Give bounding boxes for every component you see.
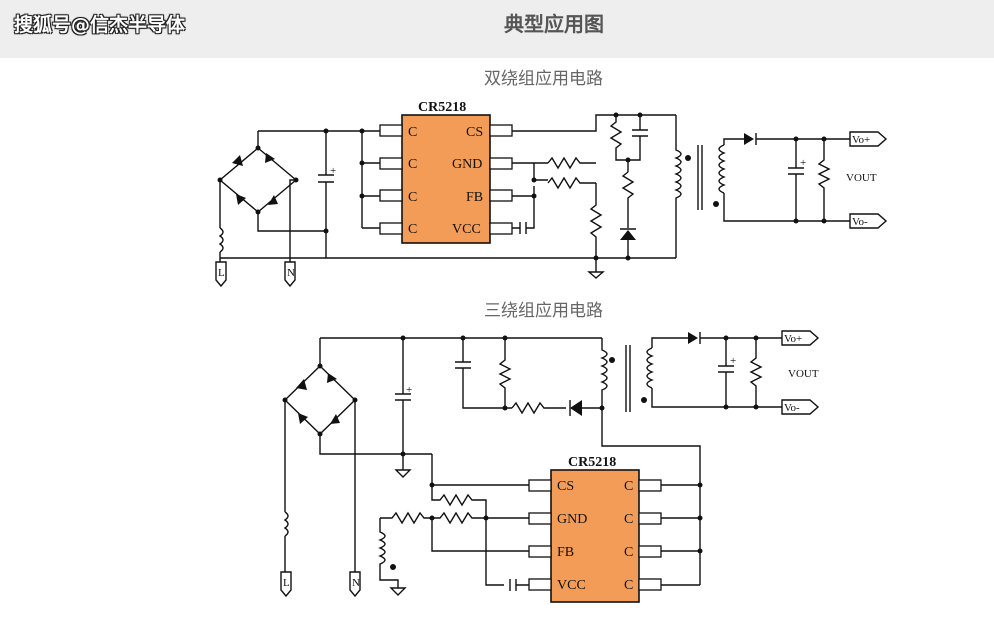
- output-label-vo-minus-1: Vo-: [852, 216, 868, 228]
- chip-cr5218-1: [401, 114, 491, 244]
- svg-text:+: +: [406, 384, 412, 396]
- chip1-pin-right-3: FB: [466, 190, 483, 205]
- output-name-2: VOUT: [788, 368, 819, 380]
- chip1-pin-right-1: CS: [466, 125, 483, 140]
- chip2-pin-right-4: C: [624, 578, 633, 593]
- source-watermark: 搜狐号@信杰半导体: [14, 14, 186, 36]
- chip2-pin-left-2: GND: [557, 512, 587, 527]
- output-label-vo-minus-2: Vo-: [784, 402, 800, 414]
- chip1-pin-left-1: C: [408, 125, 417, 140]
- bridge-rectifier-1: [217, 145, 326, 232]
- header-bar: 搜狐号@信杰半导体 典型应用图: [0, 0, 994, 58]
- page-title: 典型应用图: [504, 12, 604, 36]
- svg-text:+: +: [330, 165, 336, 177]
- chip2-pin-left-3: FB: [557, 545, 574, 560]
- chip2-pin-right-3: C: [624, 545, 633, 560]
- diagram2-schematic: L N + + VOUT: [280, 330, 820, 603]
- output-label-vo-plus-2: Vo+: [784, 333, 802, 345]
- chip2-pin-right-2: C: [624, 512, 633, 527]
- diagram1-caption: 双绕组应用电路: [484, 69, 603, 89]
- chip1-pin-left-3: C: [408, 190, 417, 205]
- chip-cr5218-2: [550, 469, 640, 603]
- chip2-pin-left-1: CS: [557, 479, 574, 494]
- output-name-1: VOUT: [846, 172, 877, 184]
- chip1-pin-left-4: C: [408, 222, 417, 237]
- chip1-name: CR5218: [418, 100, 466, 115]
- bridge-rectifier-2: [282, 363, 432, 455]
- chip1-pin-left-2: C: [408, 157, 417, 172]
- diagram2-caption: 三绕组应用电路: [484, 301, 603, 321]
- input-label-n-2: N: [352, 577, 360, 589]
- output-label-vo-plus-1: Vo+: [852, 134, 870, 146]
- input-label-l-2: L: [283, 577, 290, 589]
- input-label-l: L: [218, 267, 225, 279]
- svg-text:+: +: [800, 157, 806, 169]
- svg-text:+: +: [730, 355, 736, 367]
- input-label-n: N: [287, 267, 295, 279]
- chip2-name: CR5218: [568, 455, 616, 470]
- diagram1-schematic: L N + CR5218 C C C C CS GND FB VCC: [215, 100, 888, 288]
- chip2-pin-right-1: C: [624, 479, 633, 494]
- chip2-pin-left-4: VCC: [557, 578, 586, 593]
- chip1-pin-right-4: VCC: [452, 222, 481, 237]
- chip1-pin-right-2: GND: [452, 157, 482, 172]
